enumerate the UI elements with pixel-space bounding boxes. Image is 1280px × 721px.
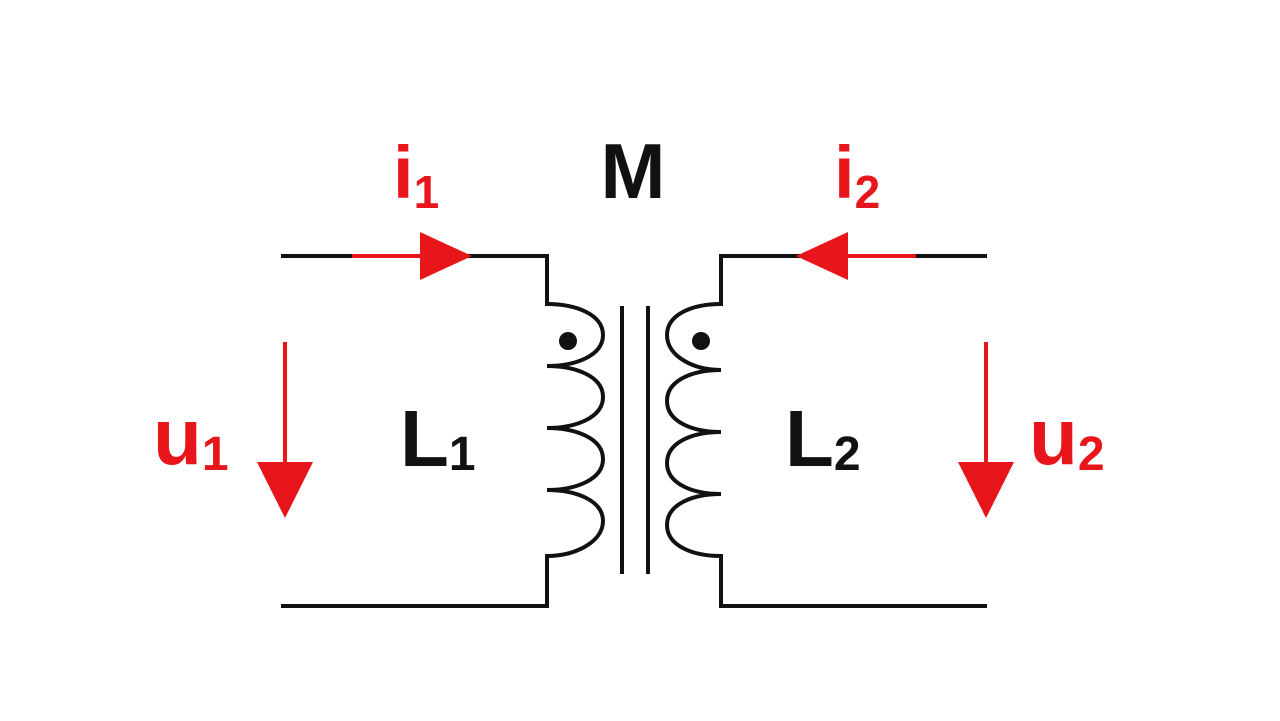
voltage-u1-arrow-icon: [257, 342, 313, 518]
current-i1-subscript: 1: [414, 166, 440, 218]
current-i1-arrow-icon: [352, 232, 472, 280]
current-i2-label: i2: [834, 131, 880, 218]
voltage-u2-arrow-icon: [958, 342, 1014, 518]
current-i1-main: i: [393, 131, 414, 214]
transformer-core: [620, 306, 650, 574]
voltage-u1-main: u: [153, 392, 202, 481]
mutual-inductance-label: M: [601, 127, 666, 215]
voltage-u2-main: u: [1029, 392, 1078, 481]
voltage-u1-label: u1: [153, 392, 229, 481]
current-i1-label: i1: [393, 131, 439, 218]
polarity-dot-secondary-icon: [692, 332, 710, 350]
secondary-bottom-wire: [719, 554, 987, 608]
primary-bottom-wire: [281, 554, 549, 608]
primary-coil: [545, 302, 606, 558]
current-i2-subscript: 2: [855, 166, 881, 218]
voltage-u1-subscript: 1: [202, 428, 229, 481]
current-i2-main: i: [834, 131, 855, 214]
inductor-L1-label: L1: [400, 394, 476, 483]
inductor-L1-subscript: 1: [449, 428, 476, 481]
inductor-L2-label: L2: [785, 394, 861, 483]
voltage-u2-label: u2: [1029, 392, 1105, 481]
polarity-dot-primary-icon: [559, 332, 577, 350]
inductor-L1-main: L: [400, 394, 449, 483]
secondary-top-wire: [719, 254, 987, 306]
secondary-coil: [664, 302, 723, 558]
primary-top-wire: [281, 254, 549, 306]
inductor-L2-subscript: 2: [834, 428, 861, 481]
current-i2-arrow-icon: [796, 232, 916, 280]
voltage-u2-subscript: 2: [1078, 428, 1105, 481]
inductor-L2-main: L: [785, 394, 834, 483]
